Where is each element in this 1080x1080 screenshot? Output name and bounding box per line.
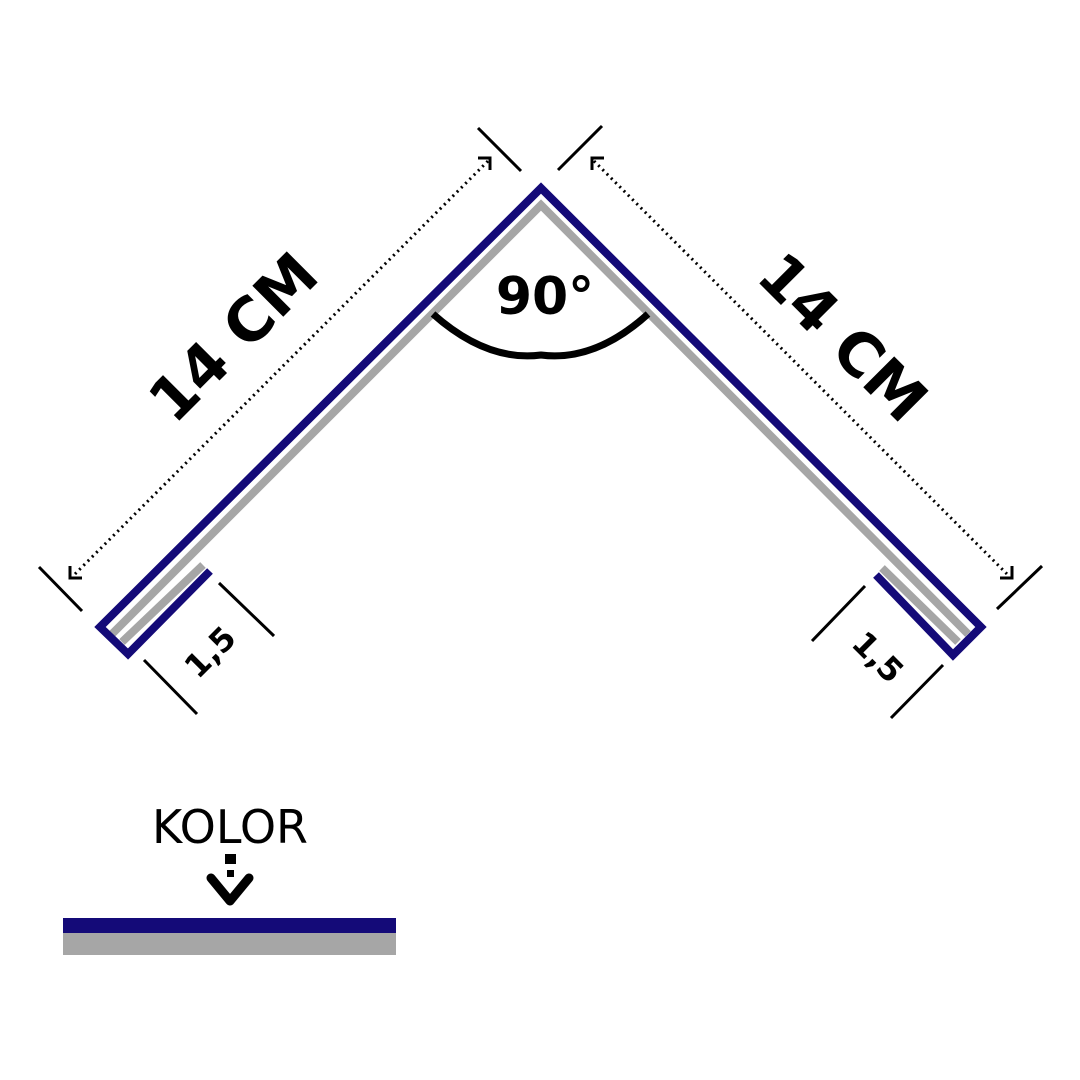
underside-bar	[63, 933, 396, 955]
profile-outline	[94, 182, 987, 661]
arrow-down-icon	[206, 854, 254, 906]
right-hem-label: 1,5	[844, 624, 911, 691]
left-hem-label: 1,5	[177, 619, 244, 686]
extension-lines	[37, 124, 1044, 720]
profile-underside	[109, 199, 971, 645]
angle-label: 90°	[496, 267, 594, 327]
angle-arc	[430, 311, 651, 360]
left-length-label: 14 CM	[136, 240, 333, 437]
dimension-arrows	[68, 156, 1014, 580]
color-side-bar	[63, 918, 396, 933]
right-length-label: 14 CM	[744, 240, 941, 437]
color-label: KOLOR	[152, 800, 308, 854]
